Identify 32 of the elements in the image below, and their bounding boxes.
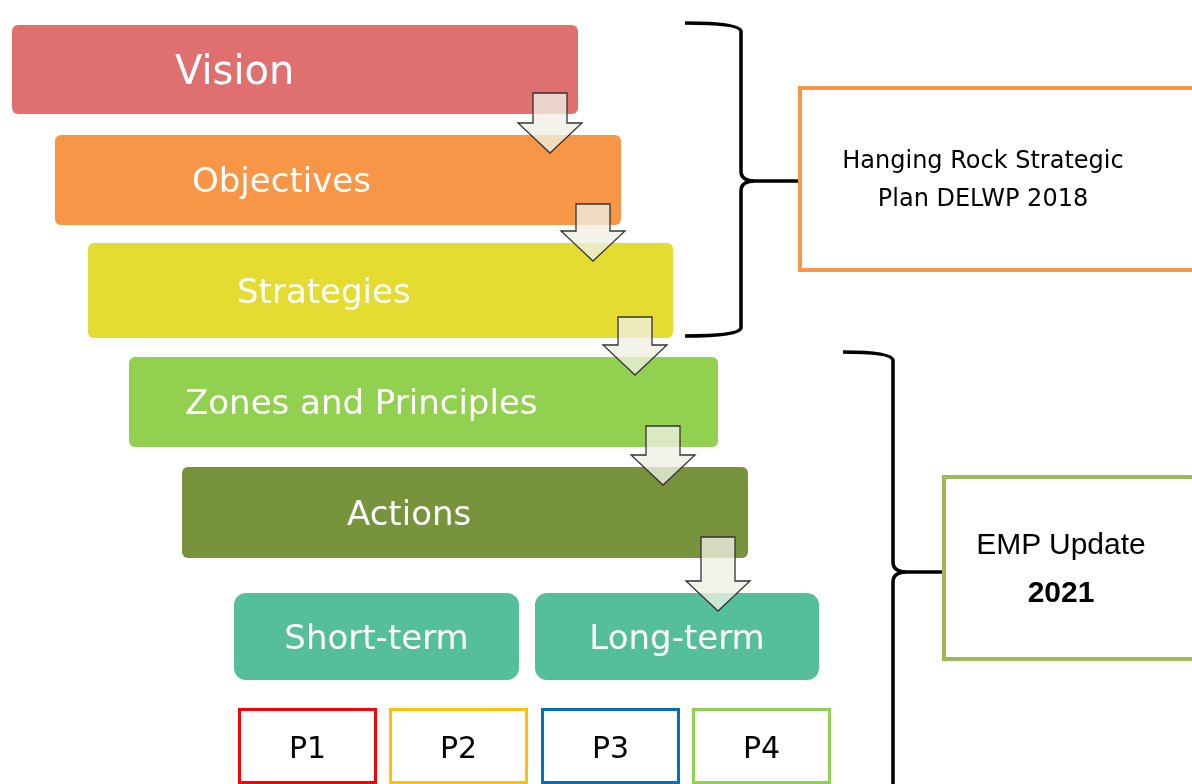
stage-label: Objectives	[192, 160, 371, 200]
box-label: EMP Update	[975, 526, 1147, 562]
priority-box	[238, 708, 377, 784]
priority-box	[541, 708, 680, 784]
stage-label: P2	[439, 729, 478, 765]
stage-bar	[182, 467, 748, 558]
stage-bar	[88, 243, 673, 338]
plan-box	[798, 86, 1192, 272]
block-arrow	[516, 92, 584, 154]
stage-bar	[55, 135, 621, 225]
block-arrow	[601, 316, 669, 376]
update-box	[942, 475, 1192, 661]
block-arrow	[559, 203, 627, 262]
stage-label: Short-term	[284, 616, 469, 657]
stage-label: Strategies	[237, 270, 411, 311]
stage-label: Actions	[347, 492, 472, 533]
block-arrow	[684, 536, 752, 612]
term-box	[234, 593, 519, 680]
block-arrow	[629, 425, 697, 486]
stage-label: Long-term	[589, 616, 765, 657]
stage-bar	[12, 25, 578, 114]
stage-label: Zones and Principles	[185, 382, 538, 422]
term-box	[535, 593, 819, 680]
priority-box	[692, 708, 831, 784]
stage-bar	[129, 357, 718, 447]
stage-label: P4	[742, 729, 781, 765]
stage-label: P1	[288, 729, 327, 765]
year-label: 2021	[1026, 574, 1096, 610]
stage-label: Vision	[175, 46, 295, 93]
box-label: Hanging Rock Strategic Plan DELWP 2018	[841, 144, 1125, 214]
stage-label: P3	[591, 729, 630, 765]
priority-box	[389, 708, 528, 784]
